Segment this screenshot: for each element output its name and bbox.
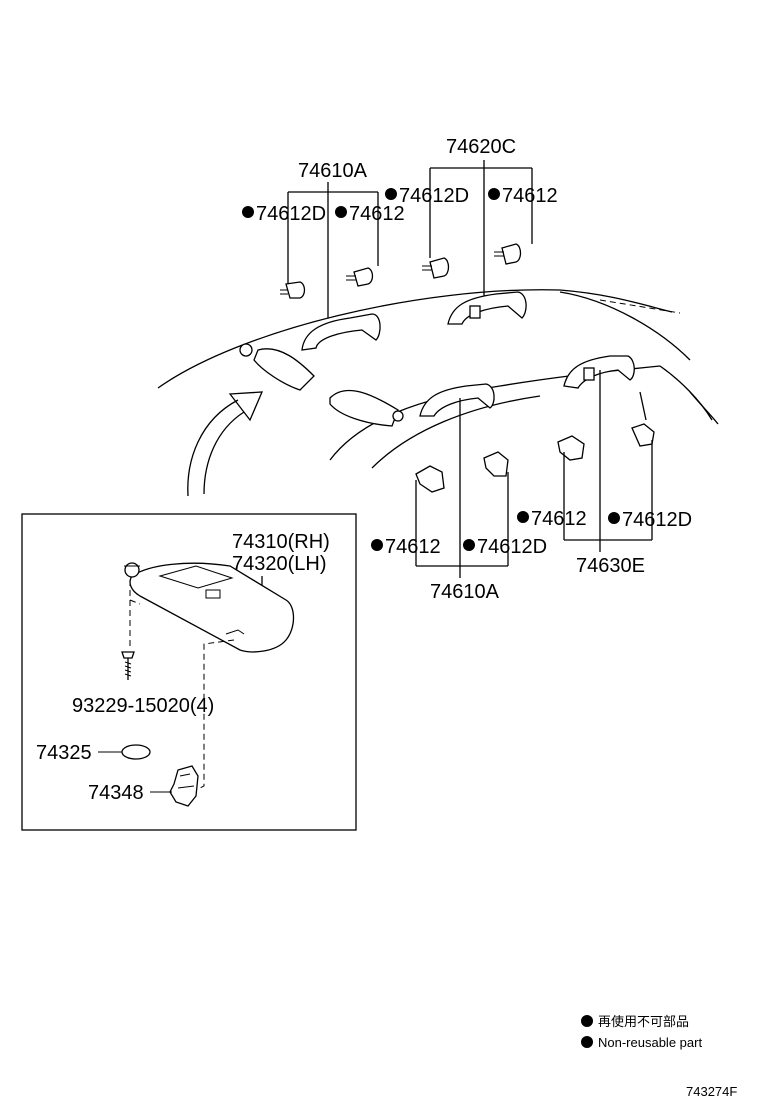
grip-clip-bottom-right (583, 367, 595, 381)
roof-visor-right (329, 389, 404, 427)
non-reusable-dot-icon (608, 512, 620, 524)
non-reusable-dot-icon (371, 539, 383, 551)
clip-part-bottom-right-d (631, 423, 655, 447)
assist-grip-bottom-left (419, 383, 495, 417)
sun-visor-part (124, 562, 295, 653)
label-screw: 93229-15020(4) (72, 695, 214, 717)
legend: 再使用不可部品 Non-reusable part (581, 1014, 702, 1050)
label-clip-bottom-left: 74612 (385, 536, 441, 558)
non-reusable-dot-icon (463, 539, 475, 551)
non-reusable-dot-icon (385, 188, 397, 200)
label-clip-top-left: 74612 (349, 203, 405, 225)
label-holder: 74348 (88, 782, 144, 804)
clip-part-top-left (346, 267, 374, 287)
diagram-id: 743274F (686, 1084, 737, 1099)
label-clip-d-bottom-right: 74612D (622, 509, 692, 531)
visor-detail-inset: 74310(RH) 74320(LH) 93229-15020(4) 74325 (21, 513, 357, 831)
curved-arrow-icon (187, 391, 264, 497)
guide-line-screw (129, 580, 141, 646)
clip-part-top-center-d (422, 257, 450, 279)
assist-grip-top-center (447, 291, 527, 325)
assist-grip-bottom-right (563, 355, 635, 389)
label-grip-bottom-left: 74610A (430, 581, 500, 603)
label-grip-top-center: 74620C (446, 136, 516, 158)
clip-part-bottom-right (557, 435, 585, 461)
legend-english: Non-reusable part (598, 1035, 702, 1050)
cover-part (121, 744, 151, 760)
roof-visor-left (239, 343, 315, 391)
grip-clip-top-center (469, 305, 481, 319)
leaders-top-left (287, 182, 379, 318)
legend-japanese: 再使用不可部品 (598, 1014, 689, 1029)
non-reusable-dot-icon (581, 1015, 593, 1027)
non-reusable-dot-icon (517, 511, 529, 523)
leaders-bottom-right (563, 370, 653, 552)
non-reusable-dot-icon (488, 188, 500, 200)
label-clip-d-top-center: 74612D (399, 185, 469, 207)
non-reusable-dot-icon (242, 206, 254, 218)
non-reusable-dot-icon (335, 206, 347, 218)
label-clip-d-bottom-left: 74612D (477, 536, 547, 558)
leaders-bottom-left (415, 398, 509, 578)
label-grip-bottom-right: 74630E (576, 555, 645, 577)
label-visor-lh: 74320(LH) (232, 553, 327, 575)
label-cover: 74325 (36, 742, 92, 764)
screw-part (121, 651, 135, 680)
roof-outline (157, 289, 719, 469)
clip-part-top-left-d (280, 281, 306, 299)
assist-grip-top-left (301, 313, 381, 351)
non-reusable-dot-icon (581, 1036, 593, 1048)
label-grip-top-left: 74610A (298, 160, 368, 182)
inset-frame (21, 513, 357, 831)
clip-part-top-center (494, 243, 522, 265)
label-visor-rh: 74310(RH) (232, 531, 330, 553)
label-clip-top-center: 74612 (502, 185, 558, 207)
clip-part-bottom-left (415, 465, 445, 493)
leaders-top-center (429, 160, 533, 296)
clip-part-bottom-left-d (483, 451, 509, 477)
label-clip-d-top-left: 74612D (256, 203, 326, 225)
guide-line-holder (195, 639, 235, 791)
label-clip-bottom-right: 74612 (531, 508, 587, 530)
holder-part (169, 765, 199, 807)
